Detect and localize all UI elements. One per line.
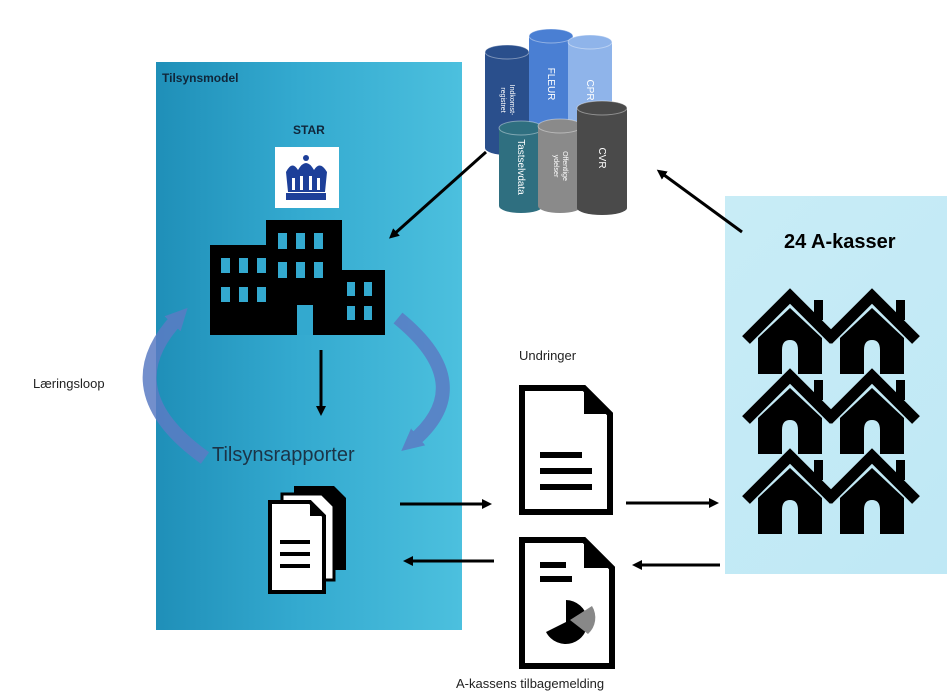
star-label: STAR	[293, 123, 325, 137]
database-cluster: Indkomst-registret FLEUR CPR Tastselvdata Of…	[484, 28, 628, 215]
house-icon	[742, 288, 838, 374]
house-icon	[742, 368, 838, 454]
document-icon	[519, 385, 613, 515]
house-icon	[824, 448, 920, 534]
database-cylinder-2: FLEUR	[528, 28, 574, 139]
houses-grid	[742, 288, 920, 534]
undringer-label: Undringer	[519, 348, 577, 363]
tilsynsmodel-title: Tilsynsmodel	[162, 71, 239, 85]
document-chart-icon	[519, 537, 615, 669]
feedback-label: A-kassens tilbagemelding	[456, 676, 605, 691]
arrow-databases-to-star	[389, 150, 487, 239]
database-label: Indkomst-registret	[499, 85, 515, 116]
building-icon	[210, 220, 385, 335]
akasser-title: 24 A-kasser	[784, 231, 896, 253]
database-cylinder-6: CVR	[576, 100, 628, 215]
database-label: FLEUR	[545, 68, 556, 101]
database-label: CVR	[596, 147, 607, 168]
arrow-akasser-to-databases	[656, 169, 743, 234]
database-label: Tastselvdata	[515, 139, 526, 195]
house-icon	[742, 448, 838, 534]
document-stack-icon	[268, 486, 346, 594]
laeringsloop-label: Læringsloop	[33, 376, 105, 391]
crown-icon	[275, 147, 339, 208]
house-icon	[824, 368, 920, 454]
database-label: Offentligeydelser	[552, 151, 568, 181]
laeringsloop-arrows	[142, 307, 450, 464]
tilsynsrapporter-label: Tilsynsrapporter	[212, 444, 355, 466]
house-icon	[824, 288, 920, 374]
database-cylinder-5: Offentligeydelser	[537, 118, 583, 213]
database-cylinder-4: Tastselvdata	[498, 120, 544, 213]
database-label: CPR	[584, 79, 595, 100]
